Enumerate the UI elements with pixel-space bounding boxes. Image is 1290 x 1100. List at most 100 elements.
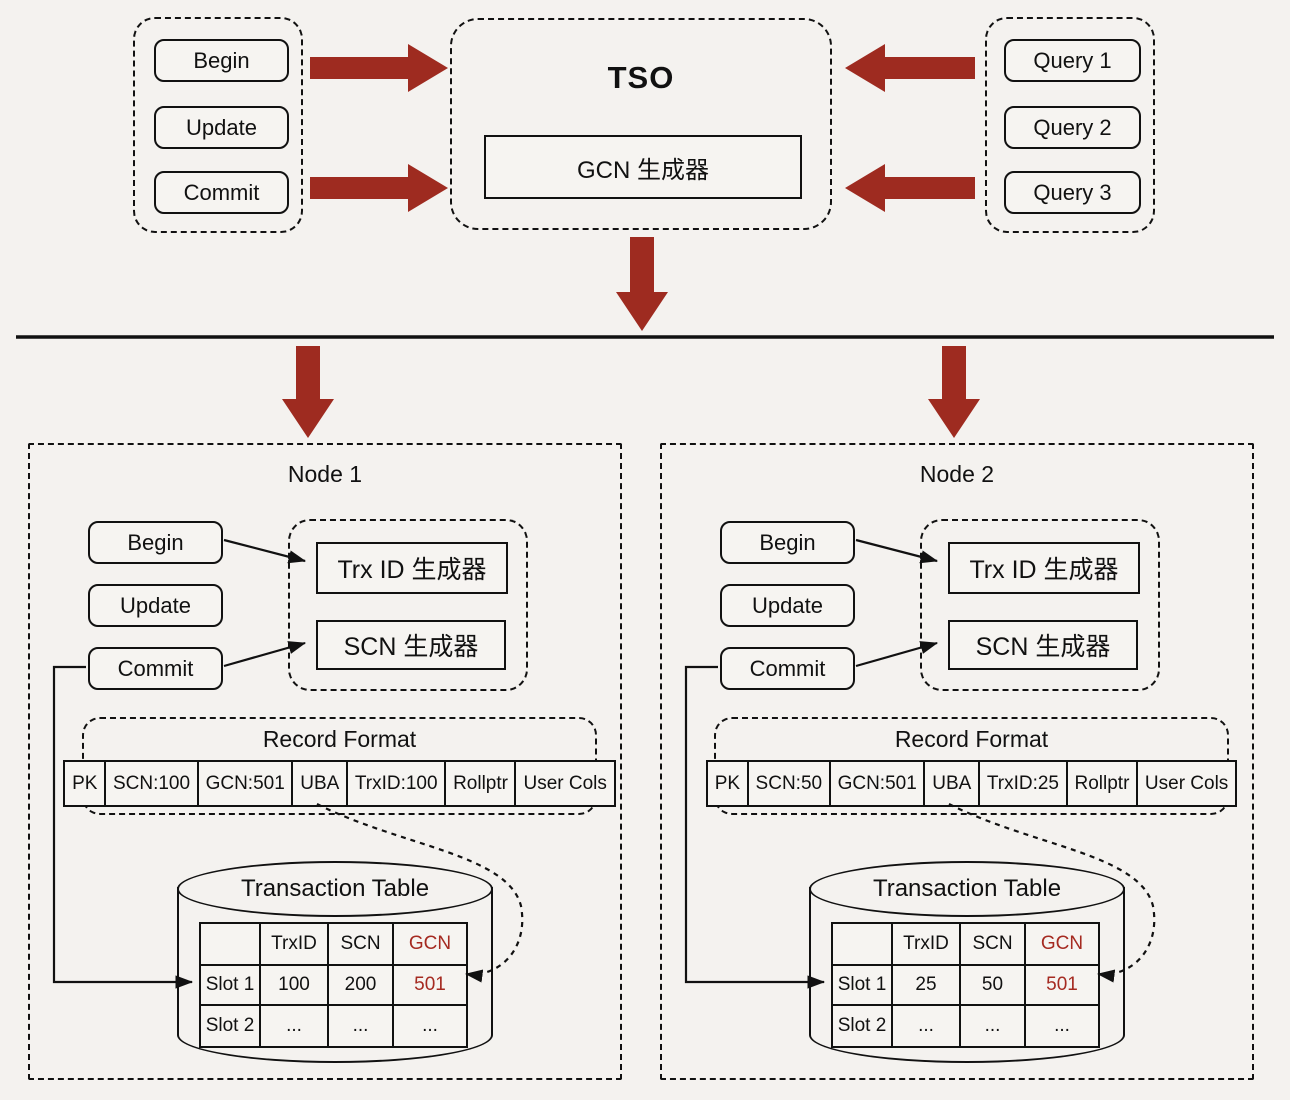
- node-2-record-format-box: Record Format PK SCN:50 GCN:501 UBA TrxI…: [705, 717, 1238, 815]
- node-2-trx-id-generator-box: Trx ID 生成器: [948, 542, 1140, 594]
- tt-slot2-scn: ...: [329, 1006, 394, 1046]
- record-format-cell-uba: UBA: [291, 760, 349, 807]
- node-1-update-label: Update: [120, 592, 191, 618]
- trx-id-generator-label: Trx ID 生成器: [337, 556, 487, 584]
- record-format-cell-uba: UBA: [923, 760, 981, 807]
- node-1-record-format-box: Record Format PK SCN:100 GCN:501 UBA Trx…: [63, 717, 616, 815]
- record-format-cell-rollptr: Rollptr: [1065, 760, 1139, 807]
- node-1-update-box: Update: [88, 584, 223, 627]
- tt-slot1-trxid: 25: [893, 966, 961, 1006]
- client-requests-box: Begin Update Commit: [133, 17, 303, 233]
- scn-generator-label: SCN 生成器: [975, 633, 1111, 661]
- begin-label: Begin: [193, 47, 250, 73]
- node-1-transaction-table-cylinder: Transaction Table TrxID SCN GCN Slot 1 1…: [177, 861, 493, 1063]
- commit-box: Commit: [154, 171, 289, 214]
- node-2-begin-box: Begin: [720, 521, 855, 564]
- query-1-box: Query 1: [1004, 39, 1141, 82]
- tt-slot1-trxid: 100: [261, 966, 329, 1006]
- node-2-commit-label: Commit: [749, 655, 826, 681]
- node-2-update-box: Update: [720, 584, 855, 627]
- record-format-cell-trxid: TrxID:25: [977, 760, 1068, 807]
- arrow-begin-to-tso-icon: [310, 44, 448, 92]
- transaction-table-title: Transaction Table: [872, 875, 1062, 902]
- query-2-box: Query 2: [1004, 106, 1141, 149]
- node-1-box: Node 1 Begin Update Commit Trx ID 生成器 SC…: [28, 443, 622, 1080]
- node-1-transaction-table: TrxID SCN GCN Slot 1 100 200 501 Slot 2 …: [199, 922, 468, 1048]
- record-format-title: Record Format: [262, 726, 417, 752]
- begin-box: Begin: [154, 39, 289, 82]
- tt-header-trxid: TrxID: [893, 924, 961, 966]
- node-2-title: Node 2: [919, 461, 995, 487]
- node-2-commit-box: Commit: [720, 647, 855, 690]
- arrow-down-to-node1-icon: [282, 346, 334, 438]
- node-2-update-label: Update: [752, 592, 823, 618]
- node-2-transaction-table-cylinder: Transaction Table TrxID SCN GCN Slot 1 2…: [809, 861, 1125, 1063]
- tt-slot2-scn: ...: [961, 1006, 1026, 1046]
- tt-slot2-gcn: ...: [422, 1015, 438, 1036]
- node-1-trx-id-generator-box: Trx ID 生成器: [316, 542, 508, 594]
- node-1-commit-box: Commit: [88, 647, 223, 690]
- record-format-cell-usercols: User Cols: [1135, 760, 1238, 807]
- tt-slot2-trxid: ...: [261, 1006, 329, 1046]
- node-1-commit-label: Commit: [117, 655, 194, 681]
- tt-slot2-gcn: ...: [1054, 1015, 1070, 1036]
- tt-slot1-gcn: 501: [394, 966, 466, 1006]
- tt-header-blank: [833, 924, 893, 966]
- node-1-title: Node 1: [287, 461, 363, 487]
- record-format-cell-usercols: User Cols: [514, 760, 616, 807]
- record-format-cell-pk: PK: [705, 760, 750, 807]
- tso-title: TSO: [607, 60, 675, 95]
- record-format-cell-gcn: GCN:501: [196, 760, 294, 807]
- tt-slot1-label: Slot 1: [833, 966, 893, 1006]
- update-box: Update: [154, 106, 289, 149]
- arrow-tso-down-icon: [616, 237, 668, 331]
- node-1-begin-box: Begin: [88, 521, 223, 564]
- record-format-cell-trxid: TrxID:100: [345, 760, 447, 807]
- arrow-commit-to-tso-icon: [310, 164, 448, 212]
- transaction-table-title: Transaction Table: [240, 875, 430, 902]
- record-format-cell-rollptr: Rollptr: [444, 760, 517, 807]
- record-format-cell-scn: SCN:50: [746, 760, 832, 807]
- gcn-generator-box: GCN 生成器: [484, 135, 802, 199]
- tt-slot1-gcn: 501: [1026, 966, 1098, 1006]
- queries-box: Query 1 Query 2 Query 3: [985, 17, 1155, 233]
- node-2-generators-box: Trx ID 生成器 SCN 生成器: [920, 519, 1160, 691]
- tt-slot2-label: Slot 2: [833, 1006, 893, 1046]
- node-2-scn-generator-box: SCN 生成器: [948, 620, 1138, 670]
- tt-header-gcn: GCN: [394, 924, 466, 966]
- query-3-box: Query 3: [1004, 171, 1141, 214]
- tt-header-scn: SCN: [329, 924, 394, 966]
- trx-id-generator-label: Trx ID 生成器: [969, 556, 1119, 584]
- tt-header-trxid: TrxID: [261, 924, 329, 966]
- scn-generator-label: SCN 生成器: [343, 633, 479, 661]
- commit-label: Commit: [183, 179, 260, 205]
- tt-slot2-label: Slot 2: [201, 1006, 261, 1046]
- query-1-label: Query 1: [1033, 47, 1112, 73]
- gcn-generator-label: GCN 生成器: [577, 156, 709, 184]
- record-format-row: PK SCN:50 GCN:501 UBA TrxID:25 Rollptr U…: [705, 760, 1238, 807]
- query-2-label: Query 2: [1033, 114, 1112, 140]
- cylinder-top: Transaction Table: [177, 861, 493, 917]
- tt-header-scn: SCN: [961, 924, 1026, 966]
- cylinder-top: Transaction Table: [809, 861, 1125, 917]
- query-3-label: Query 3: [1033, 179, 1112, 205]
- tt-slot1-label: Slot 1: [201, 966, 261, 1006]
- node-1-begin-label: Begin: [127, 529, 184, 555]
- tt-slot1-scn: 200: [329, 966, 394, 1006]
- tt-header-blank: [201, 924, 261, 966]
- update-label: Update: [186, 114, 257, 140]
- record-format-row: PK SCN:100 GCN:501 UBA TrxID:100 Rollptr…: [63, 760, 616, 807]
- tso-box: TSO GCN 生成器: [450, 18, 832, 230]
- node-1-scn-generator-box: SCN 生成器: [316, 620, 506, 670]
- node-2-box: Node 2 Begin Update Commit Trx ID 生成器 SC…: [660, 443, 1254, 1080]
- record-format-cell-pk: PK: [63, 760, 107, 807]
- arrow-down-to-node2-icon: [928, 346, 980, 438]
- tt-slot1-scn: 50: [961, 966, 1026, 1006]
- record-format-cell-gcn: GCN:501: [828, 760, 926, 807]
- tt-header-gcn: GCN: [1026, 924, 1098, 966]
- node-1-generators-box: Trx ID 生成器 SCN 生成器: [288, 519, 528, 691]
- arrow-query3-to-tso-icon: [845, 164, 975, 212]
- tt-slot2-trxid: ...: [893, 1006, 961, 1046]
- node-2-begin-label: Begin: [759, 529, 816, 555]
- arrow-query1-to-tso-icon: [845, 44, 975, 92]
